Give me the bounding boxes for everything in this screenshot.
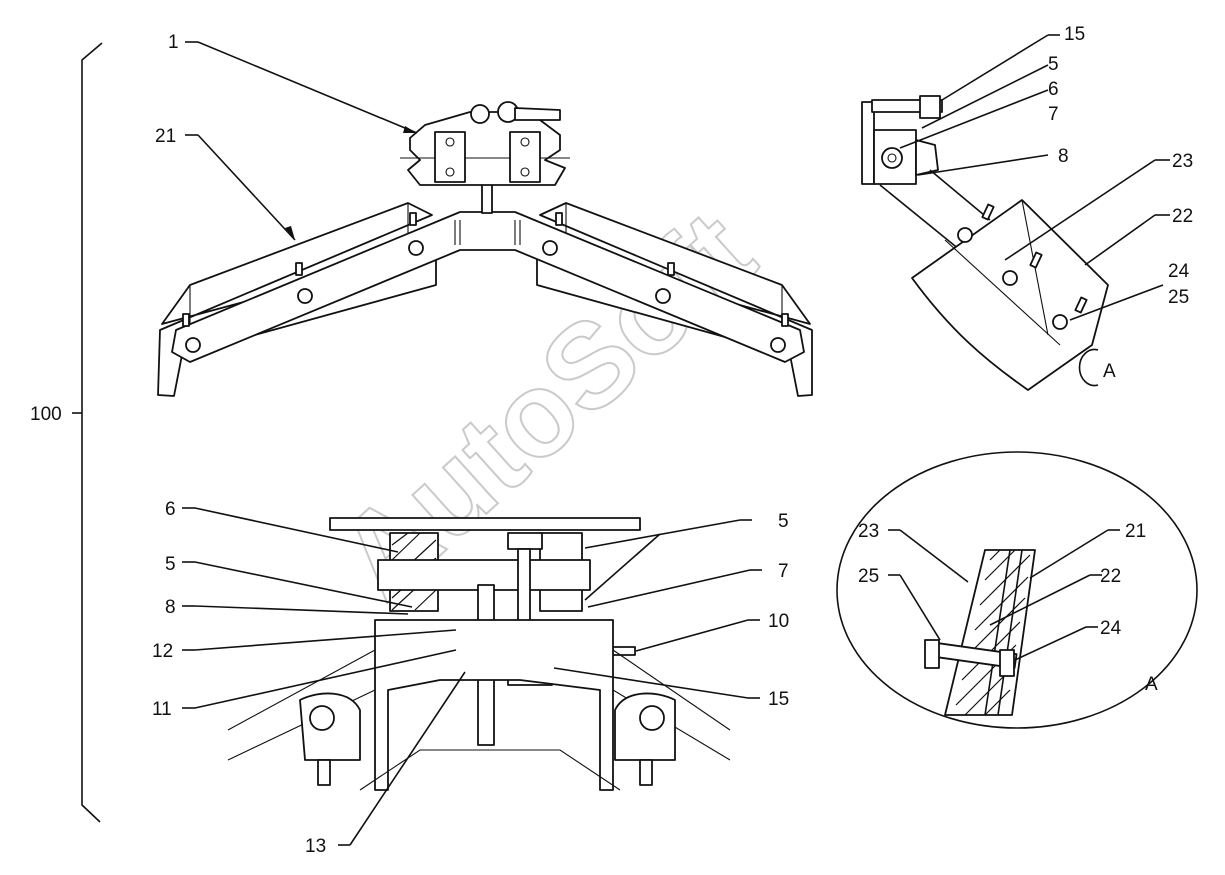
callout-bl-8: 8	[165, 597, 409, 618]
clamp-block	[407, 111, 566, 186]
label-bl-7: 7	[778, 561, 789, 582]
label-d-25: 25	[858, 566, 879, 587]
label-d-23: 23	[858, 521, 879, 542]
label-tr-15: 15	[1064, 24, 1085, 45]
label-bl-11: 11	[152, 699, 172, 720]
callout-d-21: 21	[1029, 521, 1146, 579]
callout-bl-12: 12	[152, 629, 457, 662]
label-d-24: 24	[1100, 618, 1122, 639]
top-right-view: A	[861, 95, 1116, 391]
right-blade-bolts	[542, 212, 789, 353]
callout-bl-13: 13	[305, 671, 466, 857]
label-bl-12: 12	[152, 641, 173, 662]
top-left-view	[157, 101, 813, 397]
label-tr-5: 5	[1048, 54, 1059, 75]
v-plate	[171, 211, 805, 363]
label-bl-5-right: 5	[778, 511, 789, 532]
callout-1: 1	[168, 32, 418, 134]
callout-tr-6: 6	[899, 79, 1059, 149]
label-tr-22: 22	[1172, 206, 1193, 227]
assembly-number-label: 100	[30, 404, 62, 425]
callout-bl-5-right: 5	[584, 511, 789, 601]
label-tr-8: 8	[1058, 146, 1069, 167]
label-tr-25: 25	[1168, 287, 1189, 308]
callout-bl-6: 6	[165, 499, 399, 553]
label-tr-6: 6	[1048, 79, 1059, 100]
callout-bl-7: 7	[587, 561, 789, 608]
label-bl-5-left: 5	[165, 554, 176, 575]
callout-bl-10: 10	[635, 611, 789, 652]
label-tr-7: 7	[1048, 104, 1059, 125]
callout-d-25: 25	[858, 566, 941, 641]
label-bl-6: 6	[165, 499, 176, 520]
callout-tr-22: 22	[1084, 206, 1193, 266]
label-d-21: 21	[1125, 521, 1146, 542]
label-part-1: 1	[168, 32, 179, 53]
label-bl-10: 10	[768, 611, 789, 632]
callout-21: 21	[155, 126, 296, 241]
view-marker-a: A	[1103, 361, 1116, 382]
label-bl-13: 13	[305, 836, 326, 857]
callout-d-23: 23	[858, 521, 969, 583]
label-tr-24: 24	[1168, 261, 1190, 282]
bottom-left-view	[227, 517, 731, 791]
label-tr-23: 23	[1172, 151, 1193, 172]
callout-tr-5: 5	[921, 54, 1059, 129]
callout-tr-23: 23	[1004, 151, 1193, 261]
callout-tr-24-25: 24 25	[1069, 261, 1190, 321]
assembly-brace	[72, 42, 103, 823]
label-part-21: 21	[155, 126, 176, 147]
label-bl-15: 15	[768, 689, 789, 710]
callout-bl-11: 11	[152, 649, 457, 720]
detail-a-view	[836, 451, 1198, 729]
callout-tr-7: 7	[1048, 104, 1059, 125]
callout-tr-15: 15	[941, 24, 1085, 101]
callout-d-24: 24	[1014, 618, 1122, 661]
callout-d-22: 22	[989, 566, 1121, 626]
left-blade-bolts	[182, 212, 424, 353]
side-blade-block	[911, 199, 1109, 391]
label-bl-8: 8	[165, 597, 176, 618]
callout-tr-8: 8	[917, 146, 1069, 176]
callout-bl-5-left: 5	[165, 554, 413, 608]
label-d-22: 22	[1100, 566, 1121, 587]
callout-bl-15: 15	[553, 667, 789, 710]
detail-view-label-a: A	[1145, 674, 1158, 695]
